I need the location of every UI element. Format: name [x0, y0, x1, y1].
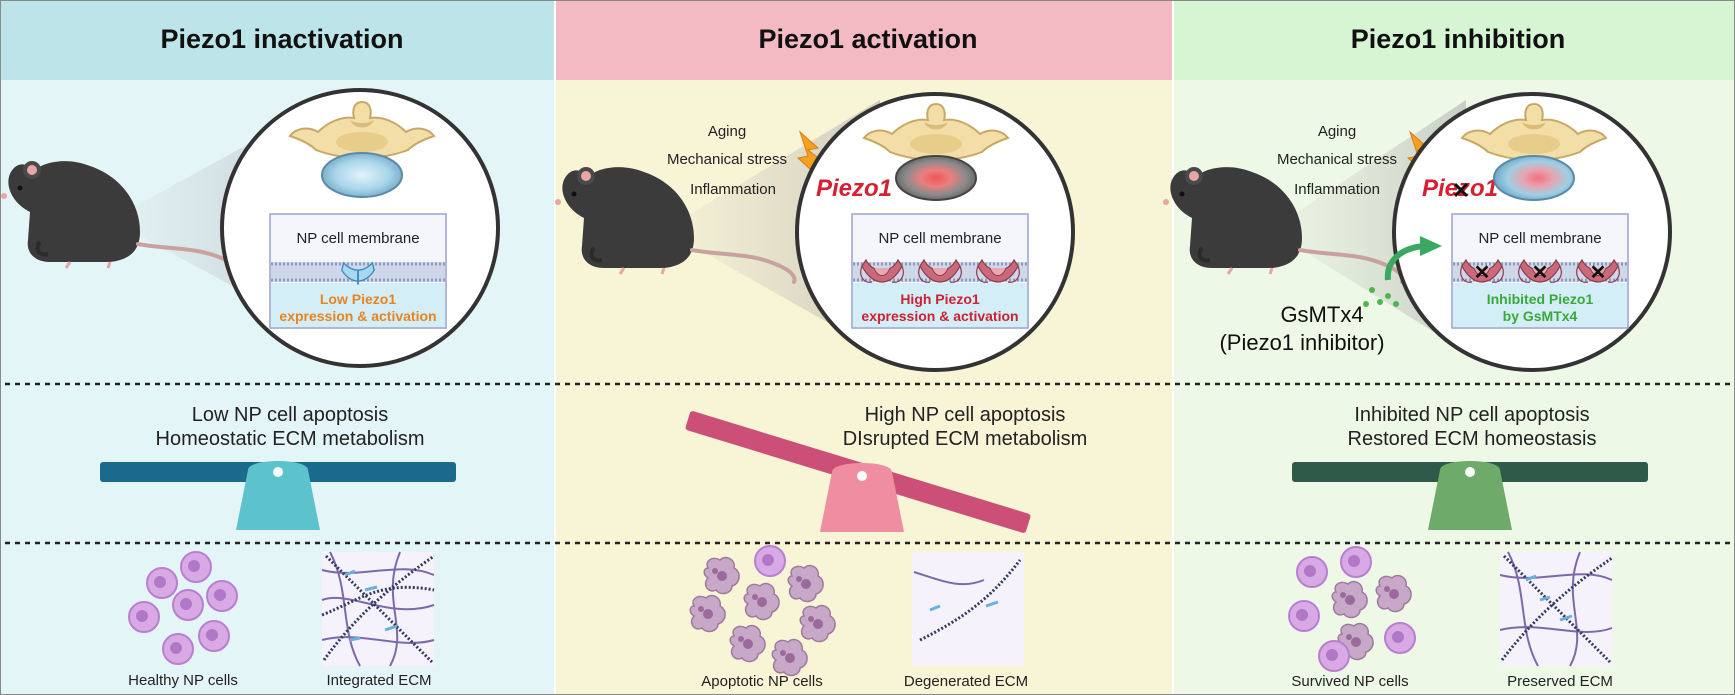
disc-icon — [1493, 155, 1575, 201]
ecm-label: Degenerated ECM — [904, 673, 1028, 690]
caption-bg — [271, 283, 445, 327]
caption-line-2: by GsMTx4 — [1503, 308, 1578, 324]
stimulus-aging: Aging — [708, 123, 746, 140]
integrated-ecm-icon — [321, 551, 435, 667]
caption-bg — [853, 283, 1027, 327]
outcome-line-2: Homeostatic ECM metabolism — [156, 428, 425, 450]
outcome-line-1: Inhibited NP cell apoptosis — [1354, 404, 1589, 426]
block-x-icon: ✕ — [1532, 262, 1549, 284]
outcome-line-2: Restored ECM homeostasis — [1348, 428, 1597, 450]
outcome-line-1: High NP cell apoptosis — [865, 404, 1066, 426]
outcome-line-1: Low NP cell apoptosis — [192, 404, 388, 426]
seesaw-fulcrum — [820, 463, 904, 532]
cells-label: Survived NP cells — [1291, 673, 1408, 690]
disc-icon — [321, 152, 403, 198]
stimulus-mechanical: Mechanical stress — [1277, 151, 1397, 168]
preserved-ecm-icon — [1499, 551, 1613, 667]
panel-inhibition: Aging Mechanical stress Inflammation Pie… — [1161, 92, 1672, 690]
ecm-label: Preserved ECM — [1507, 673, 1613, 690]
header-activation: Piezo1 activation — [758, 24, 977, 54]
block-x-icon: ✕ — [1590, 262, 1607, 284]
block-x-icon: ✕ — [1474, 262, 1491, 284]
degenerated-ecm-icon — [912, 552, 1024, 666]
outcome-line-2: DIsrupted ECM metabolism — [843, 428, 1088, 450]
stimulus-inflammation: Inflammation — [690, 181, 776, 198]
caption-line-1: Inhibited Piezo1 — [1487, 291, 1594, 307]
arrow-icon — [1384, 243, 1425, 281]
piezo1-channel-closed-icon — [341, 261, 375, 285]
disc-icon — [895, 155, 977, 201]
header-inhibition: Piezo1 inhibition — [1351, 24, 1566, 54]
header-bg-2 — [555, 1, 1173, 80]
block-x-icon: ✕ — [1452, 178, 1470, 203]
header-bg-3 — [1173, 1, 1734, 80]
gsmtx4-dots — [1363, 287, 1399, 307]
stimulus-mechanical: Mechanical stress — [667, 151, 787, 168]
piezo1-label: Piezo1 — [1422, 175, 1498, 202]
ecm-label: Integrated ECM — [326, 672, 431, 689]
membrane-title: NP cell membrane — [1478, 230, 1601, 247]
caption-line-2: expression & activation — [279, 308, 436, 324]
cells-label: Apoptotic NP cells — [701, 673, 822, 690]
caption-line-1: Low Piezo1 — [320, 291, 396, 307]
caption-line-2: expression & activation — [861, 308, 1018, 324]
membrane-title: NP cell membrane — [296, 230, 419, 247]
inhibitor-desc: (Piezo1 inhibitor) — [1219, 330, 1384, 355]
seesaw-fulcrum — [1428, 461, 1512, 530]
cells-label: Healthy NP cells — [128, 672, 238, 689]
inhibitor-name: GsMTx4 — [1280, 302, 1363, 327]
caption-line-1: High Piezo1 — [900, 291, 980, 307]
membrane-title: NP cell membrane — [878, 230, 1001, 247]
panel-activation: Aging Mechanical stress Inflammation Pie… — [553, 92, 1088, 690]
stimulus-aging: Aging — [1318, 123, 1356, 140]
panel-inactivation: NP cell membrane Low Piezo1 expression &… — [0, 88, 500, 689]
header-inactivation: Piezo1 inactivation — [160, 24, 403, 54]
stimulus-inflammation: Inflammation — [1294, 181, 1380, 198]
seesaw-fulcrum — [236, 461, 320, 530]
caption-bg — [1453, 283, 1627, 327]
header-bg-1 — [1, 1, 555, 80]
piezo1-label: Piezo1 — [816, 175, 892, 202]
